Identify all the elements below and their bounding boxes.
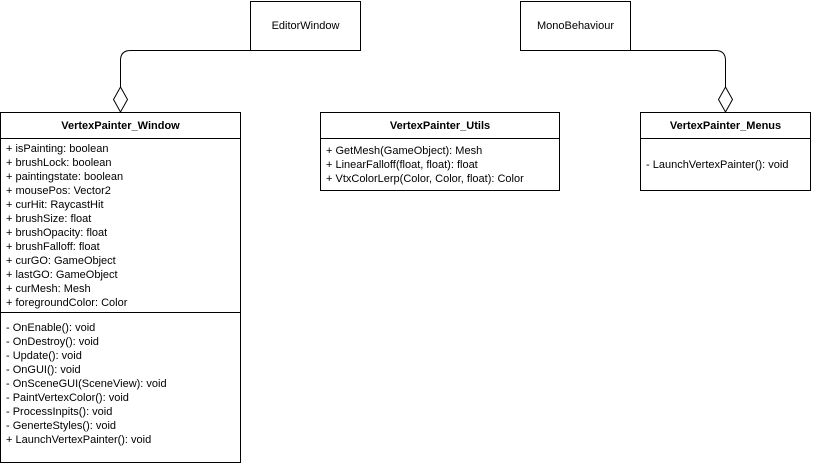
operation-item: - ProcessInpits(): void: [6, 406, 113, 418]
class-vertexpainter-utils[interactable]: VertexPainter_Utils + GetMesh(GameObject…: [320, 112, 560, 191]
operation-item: - Update(): void: [6, 350, 82, 362]
attribute-item: + curMesh: Mesh: [6, 283, 91, 295]
attribute-item: + paintingstate: boolean: [6, 171, 124, 183]
operations-section-menus: - LaunchVertexPainter(): void: [641, 139, 810, 174]
attributes-section-window: + isPainting: boolean + brushLock: boole…: [1, 139, 240, 312]
monobehaviour-box[interactable]: MonoBehaviour: [520, 1, 631, 51]
operation-item: - OnEnable(): void: [6, 322, 96, 334]
attribute-item: + brushLock: boolean: [6, 157, 112, 169]
attribute-item: + mousePos: Vector2: [6, 185, 111, 197]
operation-item: - OnSceneGUI(SceneView): void: [6, 378, 167, 390]
operations-section-window: - OnEnable(): void - OnDestroy(): void -…: [1, 312, 240, 449]
operation-item: + GetMesh(GameObject): Mesh: [326, 145, 483, 157]
operation-item: - GenerteStyles(): void: [6, 420, 117, 432]
editorwindow-label: EditorWindow: [271, 20, 340, 32]
operation-item: + LaunchVertexPainter(): void: [6, 434, 152, 446]
attribute-item: + curGO: GameObject: [6, 255, 116, 267]
attribute-item: + lastGO: GameObject: [6, 269, 118, 281]
operation-item: + VtxColorLerp(Color, Color, float): Col…: [326, 173, 524, 185]
class-vertexpainter-window[interactable]: VertexPainter_Window + isPainting: boole…: [0, 112, 241, 463]
aggregation-diamond-menus: [717, 85, 734, 114]
aggregation-connector-monobehaviour: [630, 50, 726, 87]
class-name-window: VertexPainter_Window: [1, 113, 240, 139]
operation-item: - LaunchVertexPainter(): void: [646, 159, 789, 171]
attribute-item: + curHit: RaycastHit: [6, 199, 104, 211]
attribute-item: + brushFalloff: float: [6, 241, 100, 253]
class-name-menus: VertexPainter_Menus: [641, 113, 810, 139]
operation-item: - PaintVertexColor(): void: [6, 392, 129, 404]
attribute-item: + foregroundColor: Color: [6, 297, 128, 309]
editorwindow-box[interactable]: EditorWindow: [250, 1, 361, 51]
aggregation-connector-editorwindow: [120, 50, 250, 87]
attribute-item: + isPainting: boolean: [6, 143, 109, 155]
attribute-item: + brushSize: float: [6, 213, 92, 225]
class-name-utils: VertexPainter_Utils: [321, 113, 559, 139]
operation-item: - OnGUI(): void: [6, 364, 81, 376]
operation-item: - OnDestroy(): void: [6, 336, 99, 348]
class-vertexpainter-menus[interactable]: VertexPainter_Menus - LaunchVertexPainte…: [640, 112, 811, 191]
operation-item: + LinearFalloff(float, float): float: [326, 159, 478, 171]
operations-section-utils: + GetMesh(GameObject): Mesh + LinearFall…: [321, 139, 559, 188]
attribute-item: + brushOpacity: float: [6, 227, 108, 239]
aggregation-diamond-window: [112, 85, 129, 114]
monobehaviour-label: MonoBehaviour: [536, 20, 615, 32]
